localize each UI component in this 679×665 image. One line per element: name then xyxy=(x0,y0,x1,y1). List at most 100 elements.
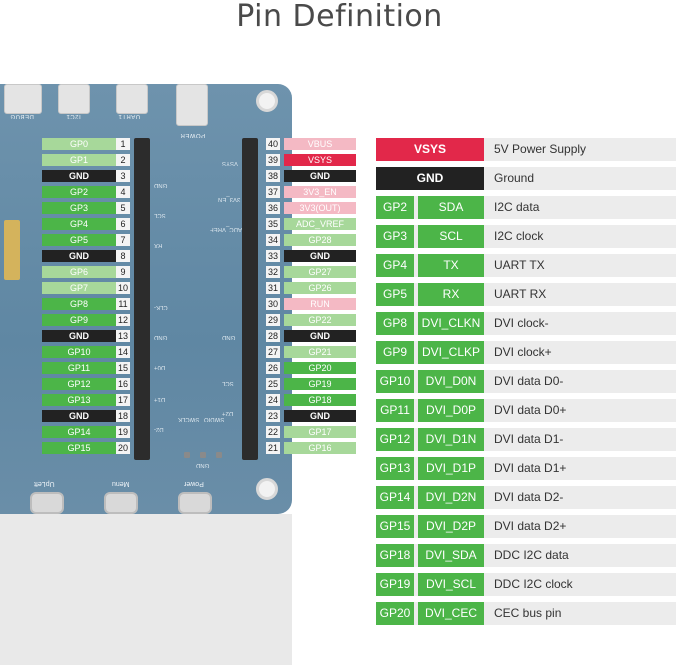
function-badge: SCL xyxy=(418,225,484,248)
function-description: DVI data D0+ xyxy=(494,403,567,417)
silk-label: SWDIO xyxy=(204,416,225,422)
function-badge: DVI_CEC xyxy=(418,602,484,625)
pin-label: GP26 xyxy=(284,282,356,294)
pin-name-badge: GND xyxy=(376,167,484,190)
pin-label: GP20 xyxy=(284,362,356,374)
pin-label: GP6 xyxy=(42,266,116,278)
function-description: DDC I2C clock xyxy=(494,577,573,591)
function-description: DVI clock- xyxy=(494,316,549,330)
function-badge: DVI_SCL xyxy=(418,573,484,596)
function-description: 5V Power Supply xyxy=(494,142,587,156)
function-badge: DVI_D2P xyxy=(418,515,484,538)
silk-label: GND xyxy=(196,462,210,468)
function-description: I2C clock xyxy=(494,229,544,243)
pin-label: GP8 xyxy=(42,298,116,310)
pin-number: 15 xyxy=(116,362,130,374)
pin-label: GND xyxy=(42,330,116,342)
function-badge: DVI_D0N xyxy=(418,370,484,393)
pin-number: 5 xyxy=(116,202,130,214)
pin-number: 9 xyxy=(116,266,130,278)
function-description: CEC bus pin xyxy=(494,606,562,620)
pin-number: 28 xyxy=(266,330,280,342)
pin-label: GND xyxy=(42,170,116,182)
silk-label: GND xyxy=(154,334,168,340)
legend-row: GND Ground xyxy=(376,167,676,190)
pin-number: 20 xyxy=(116,442,130,454)
function-description: UART RX xyxy=(494,287,547,301)
silk-label: GND xyxy=(222,334,236,340)
pin-number: 31 xyxy=(266,282,280,294)
pin-number: 21 xyxy=(266,442,280,454)
silk-label: SWCLK xyxy=(178,416,200,422)
pin-header-right xyxy=(242,138,258,460)
pin-label: VBUS xyxy=(284,138,356,150)
pin-label: GP0 xyxy=(42,138,116,150)
pin-label: GP19 xyxy=(284,378,356,390)
pin-number: 22 xyxy=(266,426,280,438)
gpio-badge: GP12 xyxy=(376,428,414,451)
pin-label: GP3 xyxy=(42,202,116,214)
function-badge: DVI_SDA xyxy=(418,544,484,567)
pin-label: 3V3(OUT) xyxy=(284,202,356,214)
pin-label: GP18 xyxy=(284,394,356,406)
pin-label: GP2 xyxy=(42,186,116,198)
connector-label-power: POWER xyxy=(180,132,206,138)
page-title: Pin Definition xyxy=(236,0,443,34)
silk-label: GND xyxy=(154,182,168,188)
gpio-badge: GP15 xyxy=(376,515,414,538)
pin-number: 10 xyxy=(116,282,130,294)
menu-button[interactable] xyxy=(104,492,138,514)
function-badge: DVI_CLKP xyxy=(418,341,484,364)
function-description: DVI data D0- xyxy=(494,374,564,388)
board-bottom-area xyxy=(0,514,292,665)
pin-label: RUN xyxy=(284,298,356,310)
pin-label: GP17 xyxy=(284,426,356,438)
pin-label: ADC_VREF xyxy=(284,218,356,230)
pin-label: GP22 xyxy=(284,314,356,326)
pin-number: 30 xyxy=(266,298,280,310)
mounting-hole-bottom xyxy=(256,478,278,500)
pin-label: VSYS xyxy=(284,154,356,166)
power-button[interactable] xyxy=(178,492,212,514)
button-label: UpLeft xyxy=(34,480,55,487)
pin-label: 3V3_EN xyxy=(284,186,356,198)
pin-number: 29 xyxy=(266,314,280,326)
silk-label: ADC_VREF xyxy=(210,226,243,232)
silk-label: SCL xyxy=(222,380,234,386)
pin-number: 35 xyxy=(266,218,280,230)
gpio-badge: GP13 xyxy=(376,457,414,480)
pin-label: GP7 xyxy=(42,282,116,294)
connector-label-uart1: UART1 xyxy=(118,113,141,119)
function-badge: DVI_D1P xyxy=(418,457,484,480)
upleft-button[interactable] xyxy=(30,492,64,514)
function-description: I2C data xyxy=(494,200,540,214)
gpio-badge: GP14 xyxy=(376,486,414,509)
pin-number: 12 xyxy=(116,314,130,326)
function-description: DDC I2C data xyxy=(494,548,569,562)
function-badge: DVI_CLKN xyxy=(418,312,484,335)
function-description: DVI data D2- xyxy=(494,490,564,504)
pin-number: 33 xyxy=(266,250,280,262)
pin-label: GP28 xyxy=(284,234,356,246)
pin-label: GP11 xyxy=(42,362,116,374)
pin-label: GP15 xyxy=(42,442,116,454)
pin-number: 32 xyxy=(266,266,280,278)
function-description: Ground xyxy=(494,171,535,185)
pin-number: 7 xyxy=(116,234,130,246)
pin-number: 24 xyxy=(266,394,280,406)
pin-number: 37 xyxy=(266,186,280,198)
connector-label-i2c1: I2C1 xyxy=(66,113,81,119)
pin-number: 38 xyxy=(266,170,280,182)
pin-label: GP16 xyxy=(284,442,356,454)
pin-number: 11 xyxy=(116,298,130,310)
uart1-connector xyxy=(116,84,148,114)
